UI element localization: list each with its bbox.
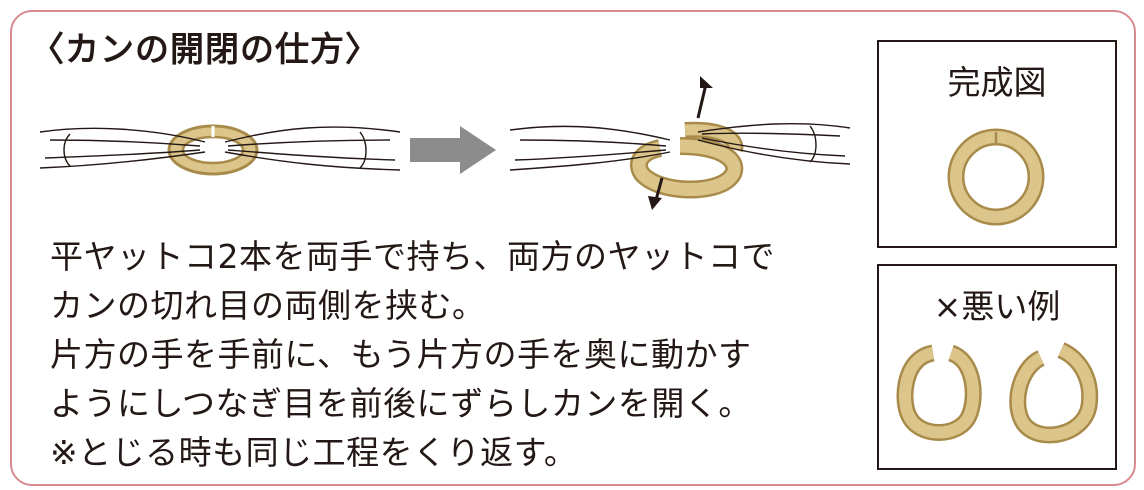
instruction-line: カンの切れ目の両側を挟む。: [50, 286, 486, 325]
illustration: [39, 76, 851, 210]
instruction-line: 平ヤットコ2本を両手で持ち、両方のヤットコで: [50, 237, 775, 276]
instruction-line: ようにしつなぎ目を前後にずらしカンを開く。: [50, 384, 752, 423]
bad-example-label: ×悪い例: [933, 287, 1061, 326]
pliers-closed-illustration: [39, 124, 401, 176]
instruction-line: 片方の手を手前に、もう片方の手を奥に動かす: [50, 335, 752, 374]
completed-label: 完成図: [947, 63, 1047, 102]
closed-ring-icon: [947, 128, 1045, 226]
page-title: 〈カンの開閉の仕方〉: [30, 30, 380, 70]
instructions-text: 平ヤットコ2本を両手で持ち、両方のヤットコで カンの切れ目の両側を挟む。 片方の…: [50, 232, 850, 477]
pliers-open-illustration: [509, 76, 851, 210]
instruction-line: ※とじる時も同じ工程をくり返す。: [50, 433, 578, 472]
arrow-right-icon: [410, 126, 496, 174]
open-ring-sideways-icon: [896, 344, 982, 441]
distorted-ring-icon: [1009, 342, 1099, 444]
bad-rings-illustration: [896, 342, 1099, 444]
completed-example-box: 完成図: [877, 40, 1117, 248]
bad-example-box: ×悪い例: [877, 264, 1117, 470]
